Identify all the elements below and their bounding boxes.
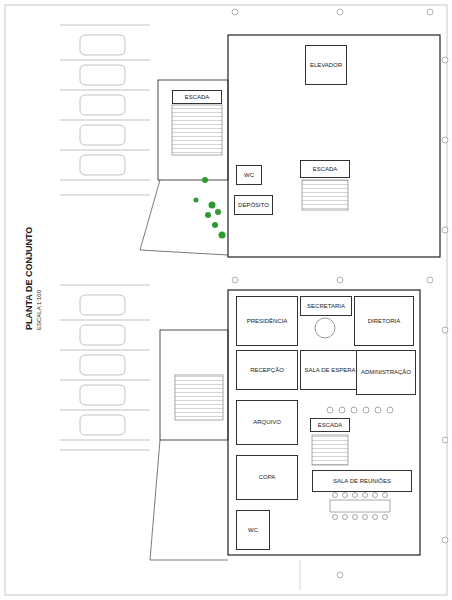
room-name: ADMINISTRAÇÃO — [359, 369, 413, 376]
room-name: RECEPÇÃO — [248, 367, 286, 374]
room-box: ADMINISTRAÇÃO — [356, 350, 416, 395]
room-box: ELEVADOR — [305, 45, 347, 85]
room-box: SECRETARIA — [300, 296, 352, 316]
room-box: ESCADA — [300, 160, 350, 178]
room-name: SALA DE ESPERA — [302, 367, 357, 374]
car — [80, 355, 125, 375]
room-name: ARQUIVO — [251, 419, 283, 426]
car — [80, 295, 125, 315]
room-name: ESCADA — [183, 94, 212, 101]
room-box: ESCADA — [310, 418, 350, 432]
room-box: DEPÓSITO — [234, 195, 273, 215]
plan-title: PLANTA DE CONJUNTO — [24, 227, 34, 330]
trees — [194, 177, 226, 239]
room-box: SALA DE ESPERA — [300, 350, 360, 390]
room-box: RECEPÇÃO — [236, 350, 298, 390]
room-name: SALA DE REUNIÕES — [331, 478, 393, 485]
room-box: WC — [236, 510, 270, 550]
car — [80, 155, 125, 175]
car — [80, 95, 125, 115]
car — [80, 385, 125, 405]
room-name: PRESIDÊNCIA — [245, 318, 290, 325]
room-box: SALA DE REUNIÕES — [312, 470, 412, 492]
room-box: COPA — [236, 455, 298, 500]
room-name: ELEVADOR — [308, 62, 344, 69]
car — [80, 325, 125, 345]
walls — [140, 35, 440, 560]
room-name: SECRETARIA — [305, 303, 347, 310]
room-box: WC — [236, 165, 262, 185]
grid-axes — [232, 9, 448, 578]
room-box: ARQUIVO — [236, 400, 298, 445]
room-box: DIRETORIA — [354, 296, 414, 346]
car — [80, 65, 125, 85]
room-name: DIRETORIA — [366, 318, 403, 325]
room-name: WC — [246, 527, 260, 534]
room-name: ESCADA — [311, 166, 340, 173]
parking — [60, 25, 150, 450]
room-box: PRESIDÊNCIA — [236, 296, 298, 346]
room-name: DEPÓSITO — [236, 202, 271, 209]
room-name: ESCADA — [316, 422, 345, 429]
car — [80, 125, 125, 145]
scale-note: ESCALA 1:100 — [36, 290, 42, 330]
car — [80, 415, 125, 435]
room-name: COPA — [257, 474, 278, 481]
room-name: WC — [242, 172, 256, 179]
car — [80, 35, 125, 55]
room-box: ESCADA — [172, 90, 222, 104]
